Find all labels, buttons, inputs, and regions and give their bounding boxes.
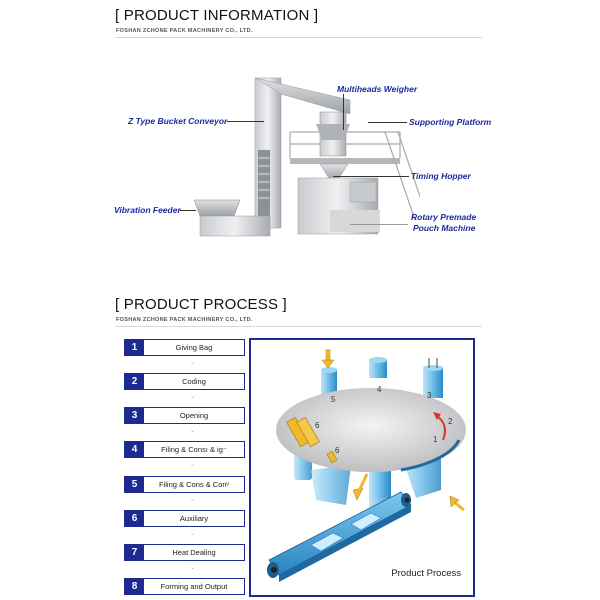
callout-rotary-premade: Rotary Premade	[411, 212, 477, 222]
step-number-badge: 5	[125, 477, 144, 492]
svg-text:6: 6	[335, 446, 340, 455]
step-label: Forming and Output	[160, 582, 228, 591]
svg-text:6: 6	[315, 421, 320, 430]
chevron-down-icon: ⌄	[190, 565, 196, 571]
step-label: Giving Bag	[175, 343, 213, 352]
process-step-7: 7 Heat Dealing	[124, 544, 245, 561]
chevron-down-icon: ⌄	[190, 394, 196, 400]
product-information-subtitle: FOSHAN ZCHONE PACK MACHINERY CO., LTD.	[116, 28, 253, 34]
step-number-badge: 1	[125, 340, 144, 355]
step-number-badge: 7	[125, 545, 144, 560]
step-label: Opening	[179, 411, 209, 420]
process-step-1: 1 Giving Bag	[124, 339, 245, 356]
callout-leader	[333, 176, 409, 177]
step-label: Filing & Cons & Conᵛ	[159, 480, 229, 489]
process-step-4: 4 Filing & Consı & ig⁻	[124, 441, 245, 458]
callout-vibration-feeder: Vibration Feeder	[114, 205, 181, 215]
chevron-down-icon: ⌄	[190, 462, 196, 468]
step-number-badge: 3	[125, 408, 144, 423]
callout-leader	[350, 224, 408, 225]
chevron-down-icon: ⌄	[190, 428, 196, 434]
step-number-badge: 8	[125, 579, 144, 594]
process-step-2: 2 Coding	[124, 373, 245, 390]
callout-timing-hopper: Timing Hopper	[411, 171, 471, 181]
callout-supporting-platform: Supporting Platform	[409, 117, 492, 127]
process-step-6: 6 Auxiliary	[124, 510, 245, 527]
step-label: Coding	[182, 377, 206, 386]
section-divider	[115, 326, 482, 327]
svg-text:3: 3	[427, 391, 432, 400]
process-step-5: 5 Filing & Cons & Conᵛ	[124, 476, 245, 493]
step-number-badge: 6	[125, 511, 144, 526]
product-process-title: [ PRODUCT PROCESS ]	[115, 296, 287, 313]
process-step-8: 8 Forming and Output	[124, 578, 245, 595]
step-number-badge: 4	[125, 442, 144, 457]
section-divider	[115, 37, 482, 38]
chevron-down-icon: ⌄	[190, 497, 196, 503]
svg-text:2: 2	[448, 417, 453, 426]
callout-leader	[368, 122, 407, 123]
rotary-process-diagram: 1 2 3 4 5 6 6	[267, 349, 466, 582]
diagram-caption: Product Process	[391, 568, 461, 579]
step-label: Heat Dealing	[172, 548, 216, 557]
chevron-down-icon: ⌄	[190, 360, 196, 366]
callout-leader	[343, 94, 344, 130]
svg-text:4: 4	[377, 385, 382, 394]
process-step-3: 3 Opening	[124, 407, 245, 424]
callout-z-type-bucket-conveyor: Z Type Bucket Conveyor	[128, 116, 228, 126]
callout-leader	[180, 210, 196, 211]
packing-machine-image	[193, 77, 420, 237]
station-number: 1	[433, 435, 438, 444]
step-label: Filing & Consı & ig⁻	[161, 445, 227, 454]
step-number-badge: 2	[125, 374, 144, 389]
product-process-subtitle: FOSHAN ZCHONE PACK MACHINERY CO., LTD.	[116, 317, 253, 323]
svg-text:5: 5	[331, 395, 336, 404]
step-label: Auxiliary	[179, 514, 209, 523]
callout-leader	[227, 121, 264, 122]
chevron-down-icon: ⌄	[190, 531, 196, 537]
product-information-title: [ PRODUCT INFORMATION ]	[115, 7, 319, 24]
callout-multiheads-weigher: Multiheads Weigher	[337, 84, 418, 94]
process-diagram-panel: 1 2 3 4 5 6 6 Product Process	[249, 338, 475, 597]
callout-pouch-machine: Pouch Machine	[413, 223, 476, 233]
